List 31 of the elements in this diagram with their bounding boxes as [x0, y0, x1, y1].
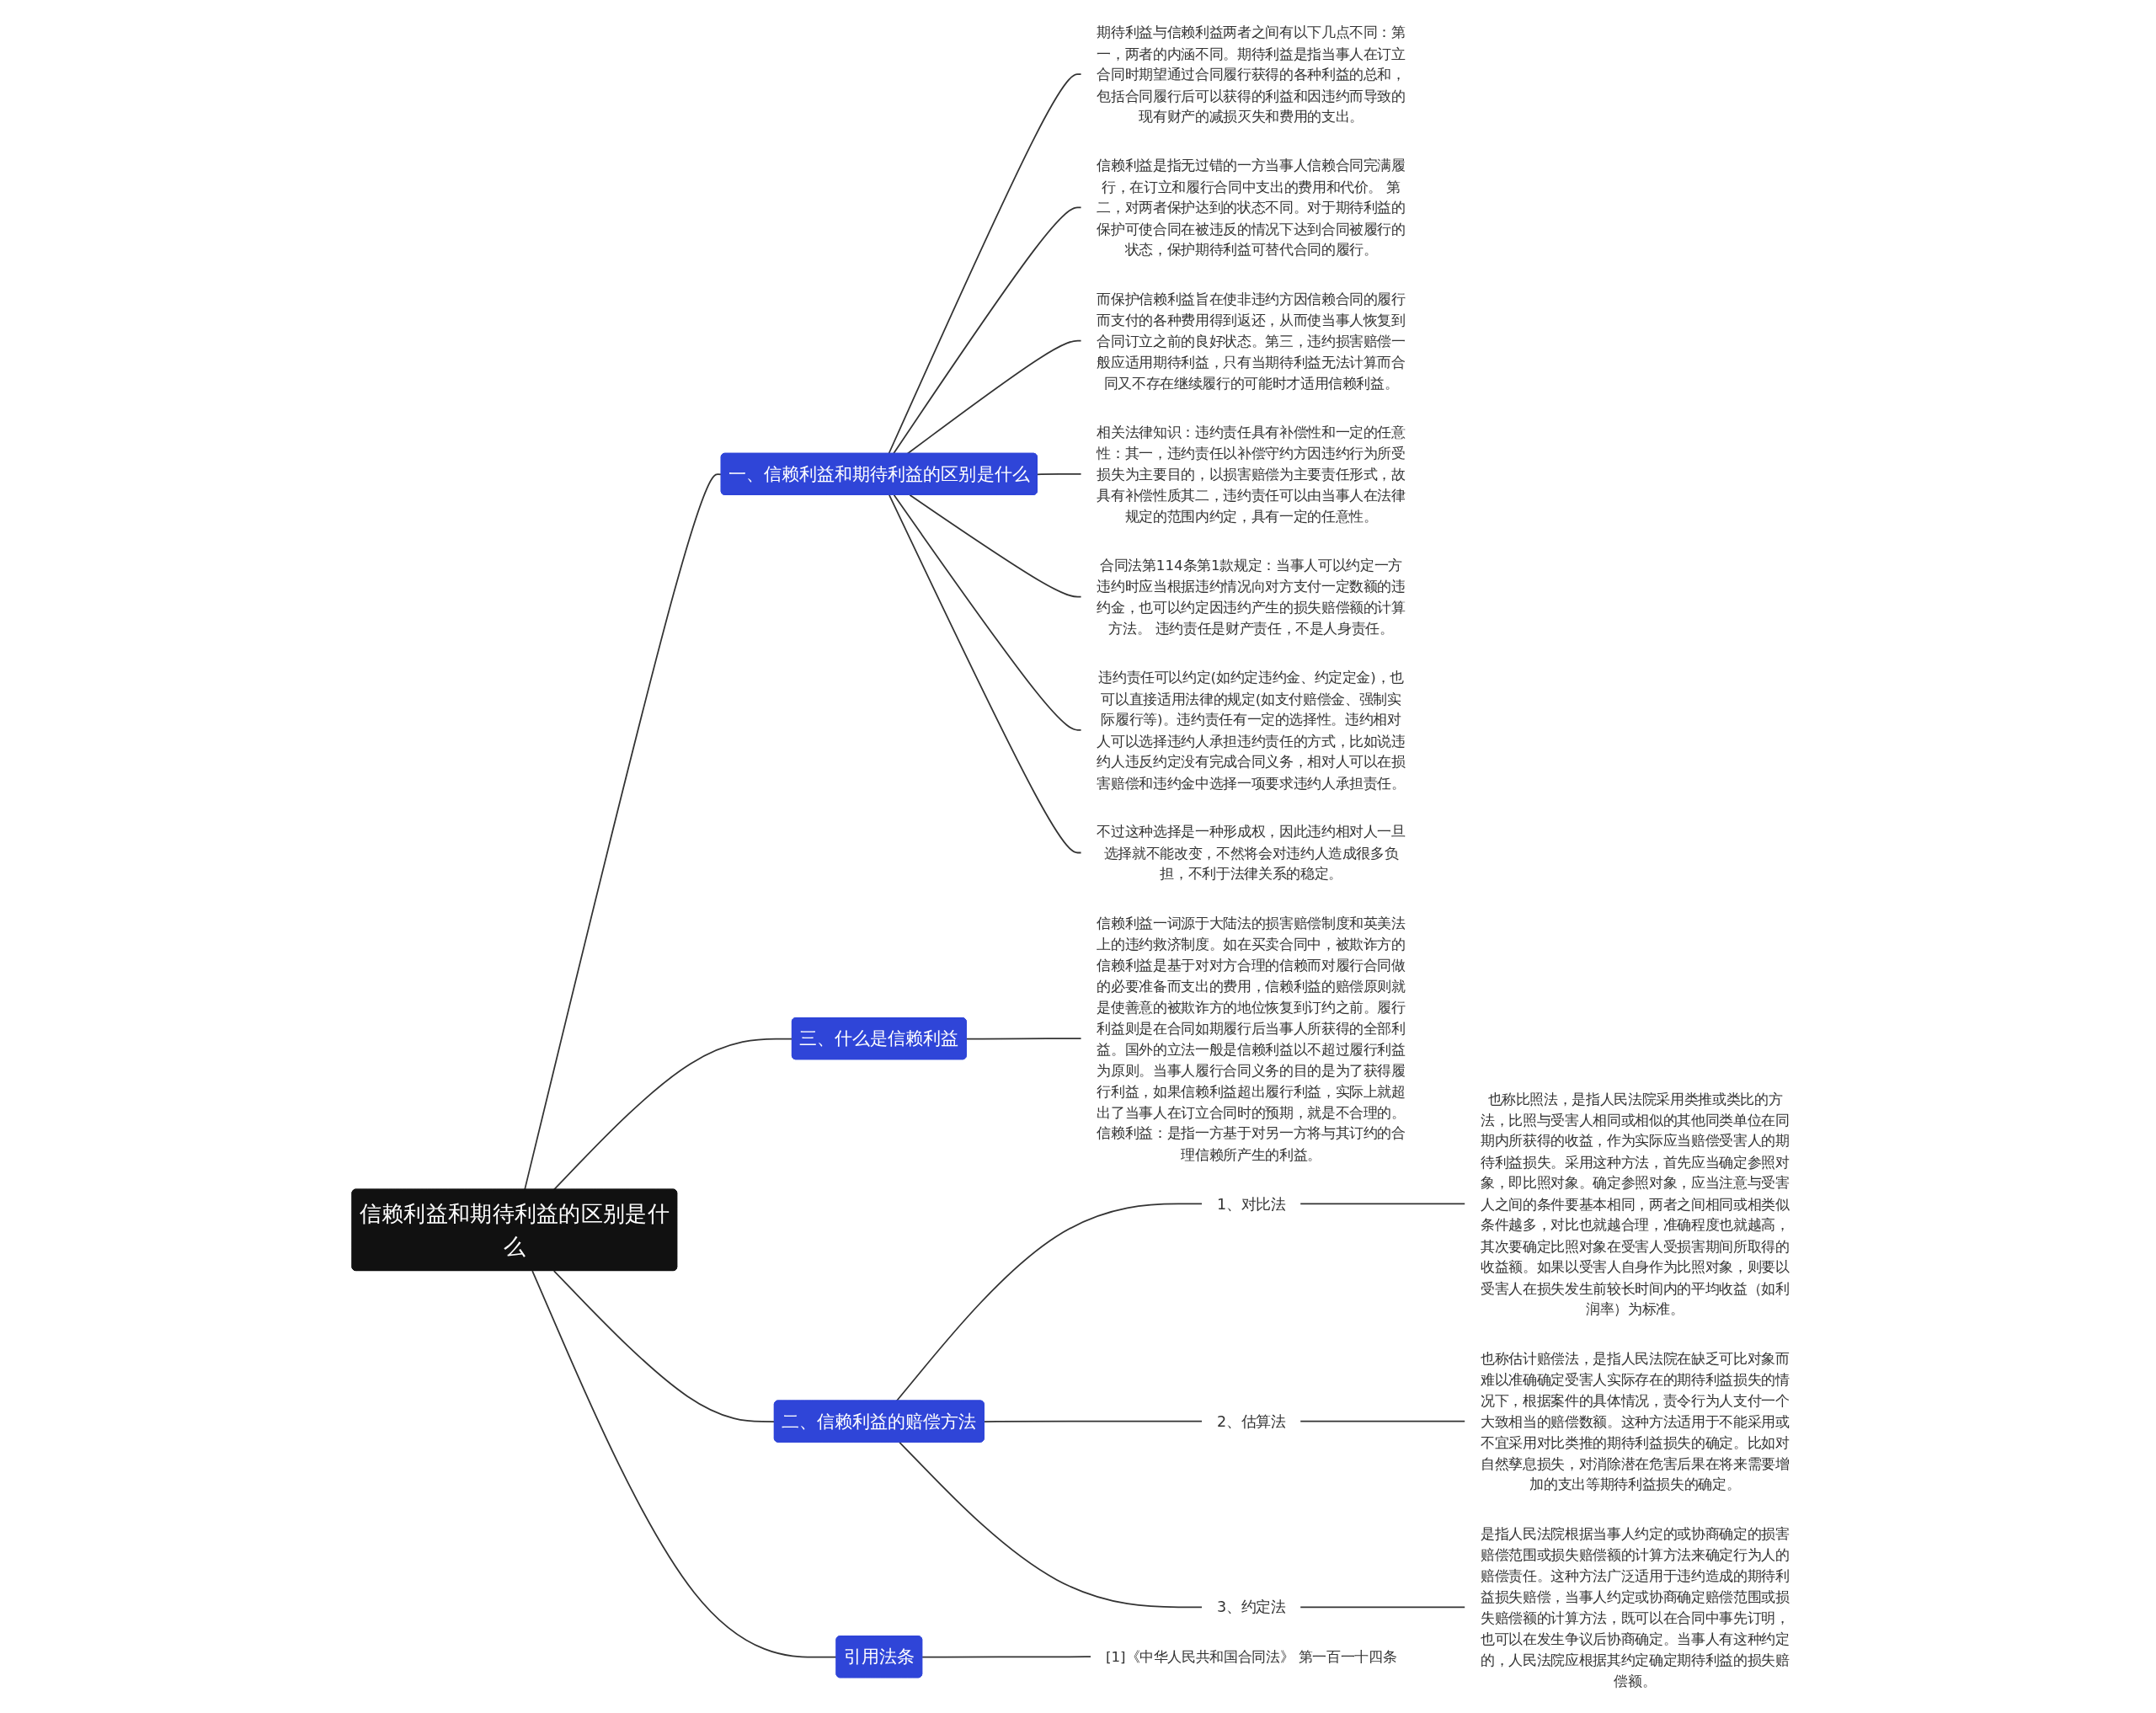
- node-text: 而保护信赖利益旨在使非违约方因信赖合同的履行而支付的各种费用得到返还，从而使当事人恢复到合同订立之前的良好状态。第三，违约损害赔偿一般应适用期待利益，只有当期待利益无法计算而合同又不存在继续履行的可能时才适用信赖利益。: [1096, 290, 1406, 392]
- connector: [892, 206, 1082, 455]
- node-text: 不过这种选择是一种形成权，因此违约相对人一旦选择就不能改变，不然将会对违约人造成很多负担，不利于法律关系的稳定。: [1096, 823, 1406, 882]
- node-text: 信赖利益一词源于大陆法的损害赔偿制度和英美法上的违约救济制度。如在买卖合同中，被欺诈方的信赖利益是基于对对方合理的信赖而对履行合同做的必要准备而支出的费用，信赖利益的赔偿原则就是使善意的被欺诈方的地位恢复到订约之前。履行利益则是在合同如期履行后当事人所获得的全部利益。国外的立法一般是信赖利益以不超过履行利益为原则。当事人履行合同义务的目的是为了获得履行利益，如果信赖利益超出履行利益，实际上就超出了当事人在订立合同时的预期，就是不合理的。信赖利益：是指一方基于对另一方将与其订约的合理信赖所产生的利益。: [1096, 914, 1406, 1162]
- connector: [908, 494, 1082, 598]
- node-text: 相关法律知识：违约责任具有补偿性和一定的任意性：其一，违约责任以补偿守约方因违约行为所受损失为主要目的，以损害赔偿为主要责任形式，故具有补偿性质其二，违约责任可以由当事人在法律规定的范围内约定，具有一定的任意性。: [1096, 424, 1406, 525]
- connector: [888, 494, 1082, 854]
- connector: [887, 73, 1082, 455]
- connector: [965, 1038, 1082, 1040]
- node-text: 也称比照法，是指人民法院采用类推或类比的方法，比照与受害人相同或相似的其他同类单位在同期内所获得的收益，作为实际应当赔偿受害人的期待利益损失。采用这种方法，首先应当确定参照对象，即比照对象。确定参照对象，应当注意与受害人之间的条件要基本相同，两者之间相同或相类似条件越多，对比也就越合理，准确程度也就越高，其次要确定比照对象在受害人受损害期间所取得的收益额。如果以受害人自身作为比照对象，则要以受害人在损失发生前较长时间内的平均收益（如利润率）为标准。: [1480, 1090, 1790, 1317]
- connector: [1299, 1420, 1466, 1422]
- node-text: 3、约定法: [1216, 1598, 1285, 1616]
- node-text: 2、估算法: [1216, 1412, 1285, 1431]
- node-text: 合同法第114条第1款规定：当事人可以约定一方违约时应当根据违约情况向对方支付一定数额的违约金，也可以约定因违约产生的损失赔偿额的计算方法。 违约责任是财产责任，不是人身责任。: [1096, 557, 1406, 637]
- node-text: [1]《中华人民共和国合同法》 第一百一十四条: [1105, 1648, 1396, 1665]
- connector: [893, 494, 1082, 731]
- connector: [1299, 1606, 1466, 1609]
- connector: [983, 1420, 1203, 1422]
- node-text: 也称估计赔偿法，是指人民法院在缺乏可比对象而难以准确确定受害人实际存在的期待利益损失的情况下，根据案件的具体情况，责令行为人支付一个大致相当的赔偿数额。这种方法适用于不能采用或不宜采用对比类推的期待利益损失的确定。比如对自然孳息损失，对消除潜在危害后果在将来需要增加的支出等期待利益损失的确定。: [1480, 1349, 1790, 1492]
- connector: [906, 339, 1082, 455]
- connector: [921, 1656, 1091, 1658]
- connector: [1299, 1203, 1466, 1205]
- node-text: 1、对比法: [1216, 1194, 1285, 1214]
- connector: [1036, 472, 1082, 476]
- node-text: 信赖利益是指无过错的一方当事人信赖合同完满履行，在订立和履行合同中支出的费用和代价。 第二，对两者保护达到的状态不同。对于期待利益的保护可使合同在被违反的情况下达到合同被履行的状态，保护期待利益可替代合同的履行。: [1096, 157, 1406, 258]
- connector: [898, 1441, 1203, 1609]
- connector: [895, 1203, 1203, 1402]
- connector: [531, 1270, 837, 1658]
- node-text: 是指人民法院根据当事人约定的或协商确定的损害赔偿范围或损失赔偿额的计算方法来确定行为人的赔偿责任。这种方法广泛适用于违约造成的期待利益损失赔偿，当事人约定或协商确定赔偿范围或损失赔偿额的计算方法，既可以在合同中事先订明，也可以在发生争议后协商确定。当事人有这种约定的，人民法院应根据其约定确定期待利益的损失赔偿额。: [1480, 1524, 1790, 1689]
- node-text: 违约责任可以约定(如约定违约金、约定定金)，也可以直接适用法律的规定(如支付赔偿金、强制实际履行等)。违约责任有一定的选择性。违约相对人可以选择违约人承担违约责任的方式，比如说违约人违反约定没有完成合同义务，相对人可以在损害赔偿和违约金中选择一项要求违约人承担责任。: [1096, 669, 1406, 791]
- node-text: 期待利益与信赖利益两者之间有以下几点不同：第一，两者的内涵不同。期待利益是指当事人在订立合同时期望通过合同履行获得的各种利益的总和，包括合同履行后可以获得的利益和因违约而导致的现有财产的减损灭失和费用的支出。: [1096, 24, 1406, 125]
